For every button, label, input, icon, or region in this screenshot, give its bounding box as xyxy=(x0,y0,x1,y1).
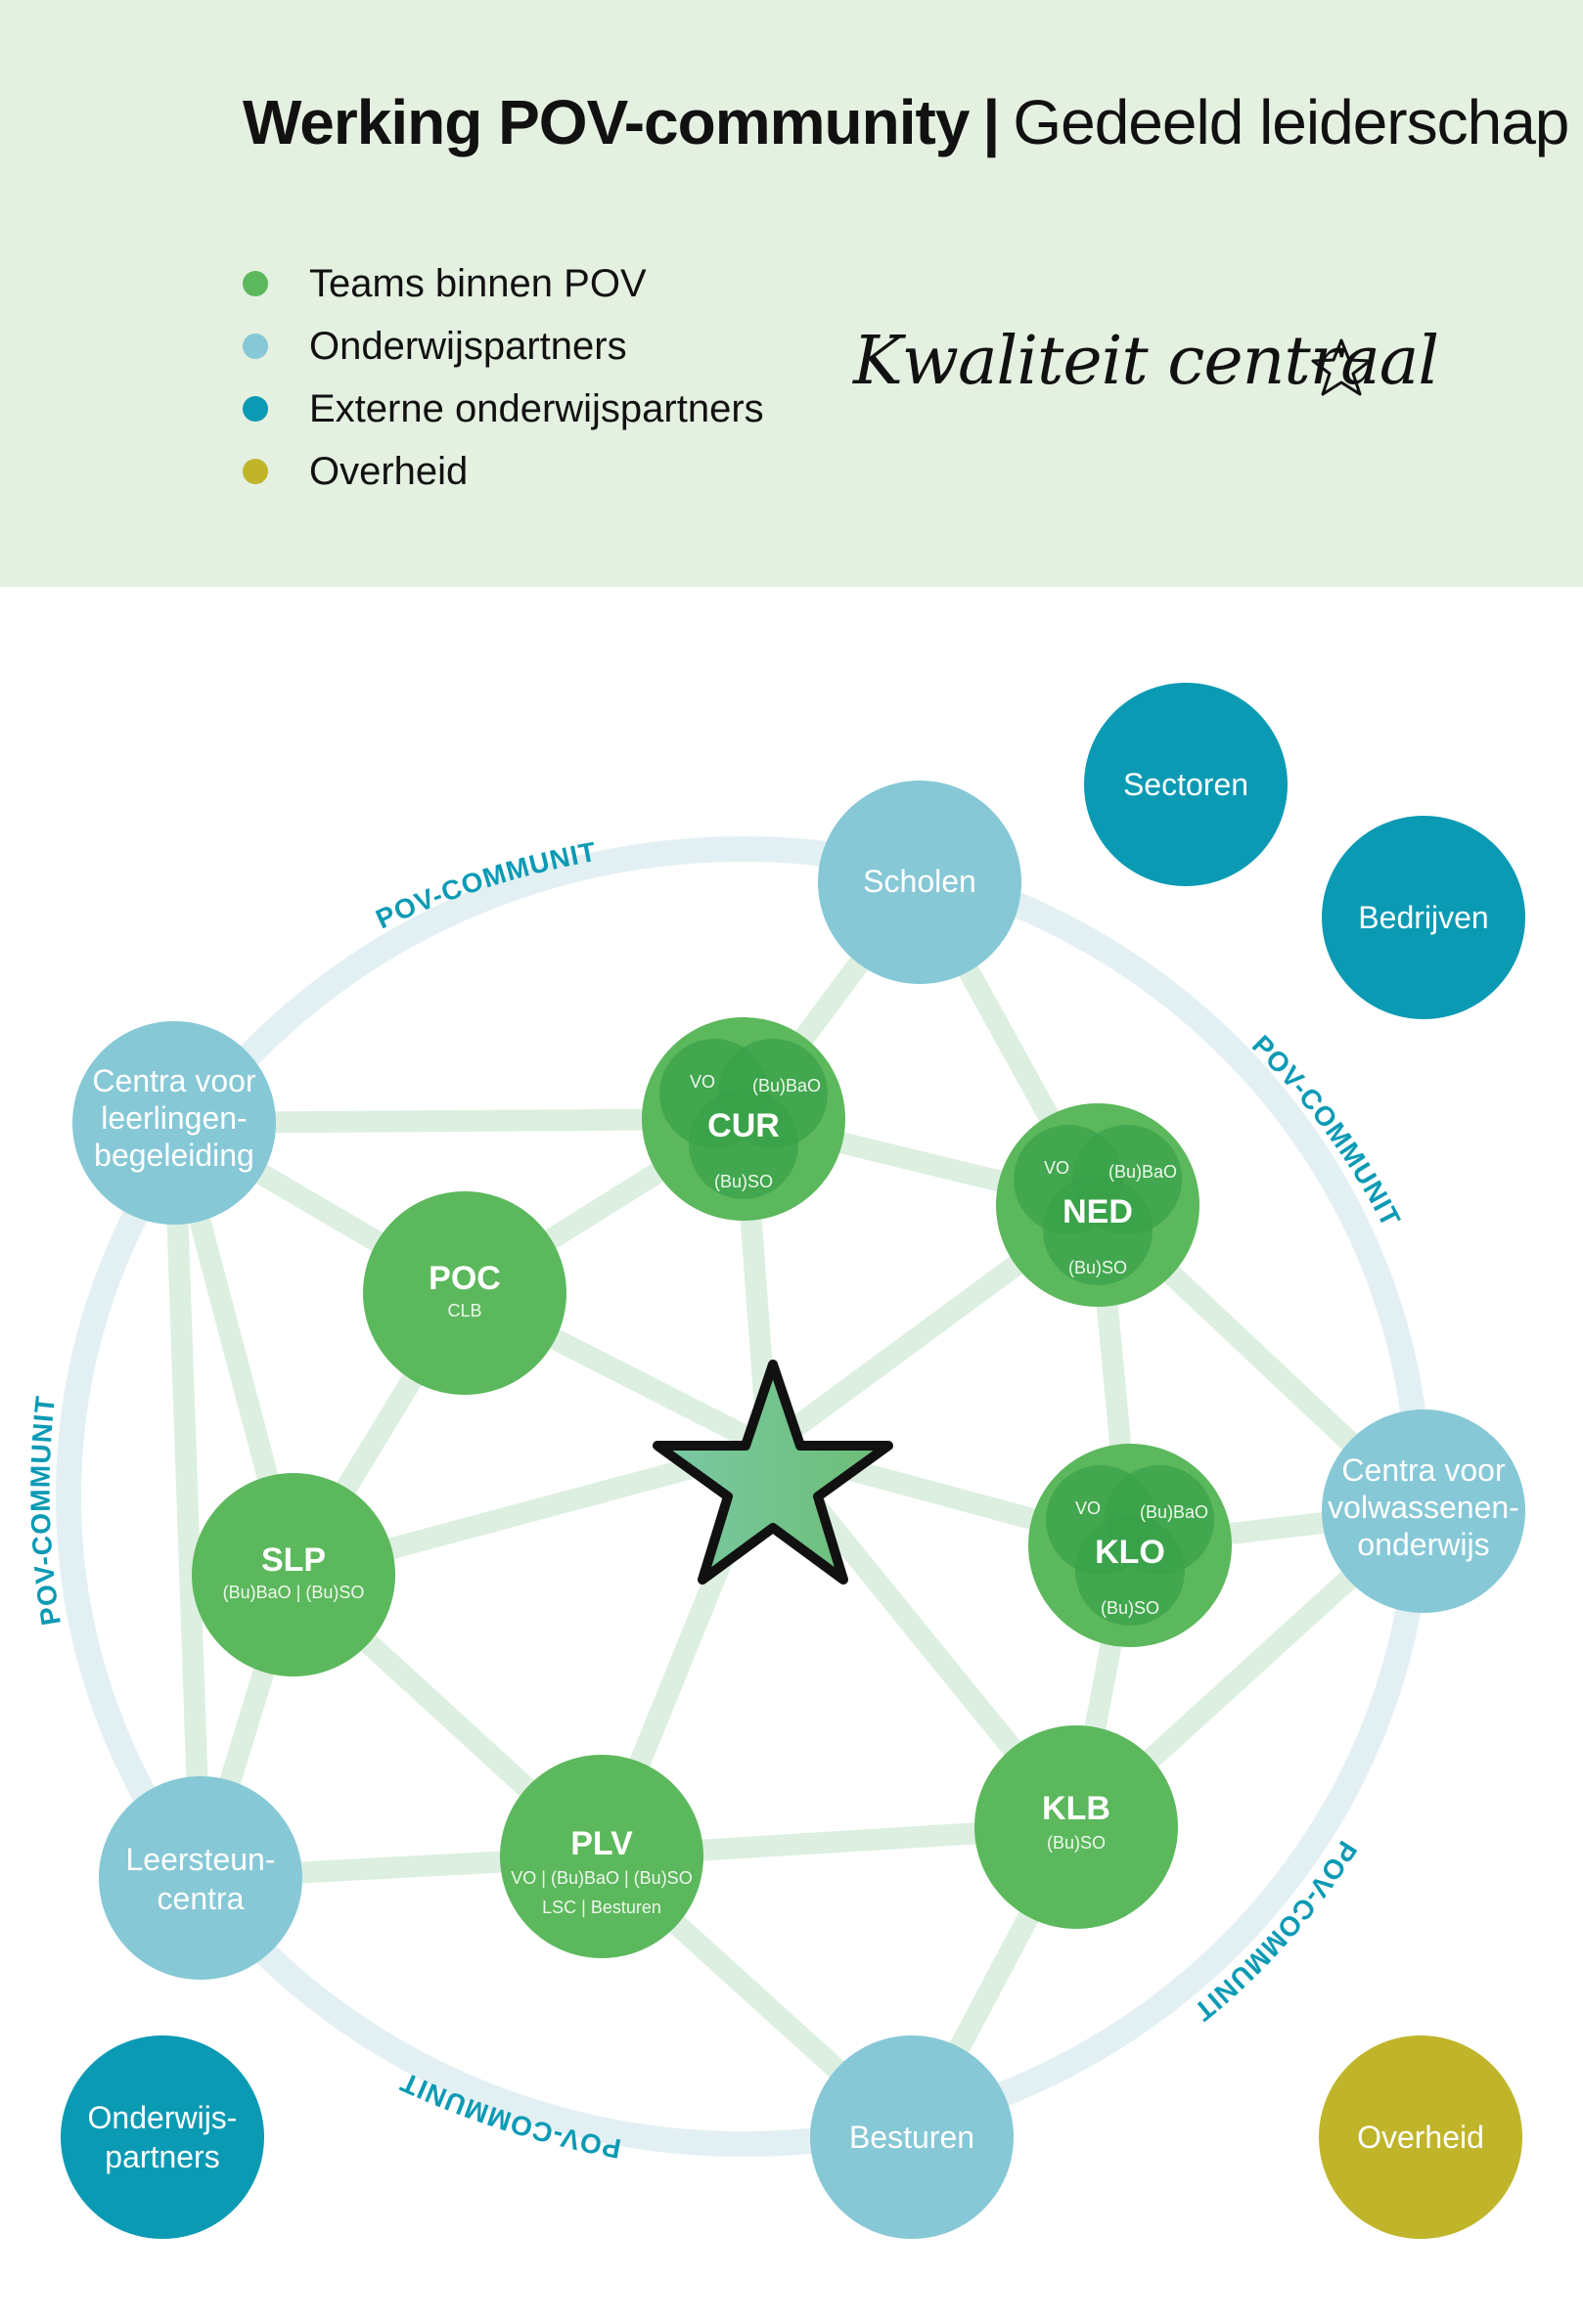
title-separator: | xyxy=(982,87,1000,157)
node-overheid: Overheid xyxy=(1319,2035,1522,2239)
legend-item-external: Externe onderwijspartners xyxy=(243,378,764,440)
svg-text:centra: centra xyxy=(158,1881,245,1916)
svg-text:KLB: KLB xyxy=(1042,1790,1110,1827)
node-sectoren: Sectoren xyxy=(1084,683,1288,886)
svg-text:(Bu)BaO: (Bu)BaO xyxy=(1108,1162,1177,1182)
svg-text:(Bu)SO: (Bu)SO xyxy=(1068,1258,1127,1277)
svg-text:VO | (Bu)BaO | (Bu)SO: VO | (Bu)BaO | (Bu)SO xyxy=(511,1868,692,1888)
svg-text:Sectoren: Sectoren xyxy=(1123,767,1248,802)
svg-text:leerlingen-: leerlingen- xyxy=(101,1100,247,1136)
node-bedrijven: Bedrijven xyxy=(1322,816,1525,1019)
svg-text:(Bu)BaO: (Bu)BaO xyxy=(1140,1502,1208,1522)
node-centra-leerlingenbegeleiding: Centra voor leerlingen- begeleiding xyxy=(72,1021,276,1225)
svg-text:begeleiding: begeleiding xyxy=(94,1138,254,1173)
svg-text:Onderwijs-: Onderwijs- xyxy=(88,2100,238,2135)
node-klo: VO (Bu)BaO KLO (Bu)SO xyxy=(1028,1444,1232,1647)
legend-label-government: Overheid xyxy=(309,449,469,493)
legend-label-external: Externe onderwijspartners xyxy=(309,386,764,430)
svg-text:onderwijs: onderwijs xyxy=(1357,1527,1489,1562)
legend-item-partners: Onderwijspartners xyxy=(243,315,764,378)
svg-text:CLB: CLB xyxy=(447,1301,481,1320)
node-scholen: Scholen xyxy=(818,781,1021,984)
node-scholen-label: Scholen xyxy=(863,864,976,899)
node-klb: KLB (Bu)SO xyxy=(974,1725,1178,1929)
svg-text:(Bu)SO: (Bu)SO xyxy=(714,1172,773,1191)
legend-item-government: Overheid xyxy=(243,440,764,503)
svg-text:(Bu)BaO: (Bu)BaO xyxy=(752,1076,821,1095)
legend: Teams binnen POV Onderwijspartners Exter… xyxy=(243,252,764,503)
svg-text:(Bu)SO: (Bu)SO xyxy=(1047,1833,1106,1853)
page-title: Werking POV-community|Gedeeld leiderscha… xyxy=(243,86,1569,158)
legend-dot-partners xyxy=(243,334,268,359)
node-slp: SLP (Bu)BaO | (Bu)SO xyxy=(192,1473,395,1676)
svg-text:volwassenen-: volwassenen- xyxy=(1328,1490,1519,1525)
svg-text:(Bu)BaO | (Bu)SO: (Bu)BaO | (Bu)SO xyxy=(223,1583,365,1602)
ring-label-top: POV-COMMUNITY xyxy=(0,587,599,934)
title-subtitle: Gedeeld leiderschap xyxy=(1013,87,1569,157)
svg-text:KLO: KLO xyxy=(1095,1534,1165,1571)
node-poc: POC CLB xyxy=(363,1191,566,1395)
motto-text: Kwaliteit centraal xyxy=(853,323,1439,400)
node-leersteuncentra: Leersteun- centra xyxy=(99,1776,302,1980)
title-bold: Werking POV-community xyxy=(243,87,970,157)
svg-text:partners: partners xyxy=(105,2139,219,2174)
svg-text:Leersteun-: Leersteun- xyxy=(126,1842,276,1877)
legend-dot-government xyxy=(243,459,268,484)
community-diagram: POV-COMMUNITY POV-COMMUNITY POV-COMMUNIT… xyxy=(0,587,1525,2239)
svg-text:Centra voor: Centra voor xyxy=(92,1063,256,1098)
svg-text:LSC | Besturen: LSC | Besturen xyxy=(542,1898,661,1917)
svg-text:PLV: PLV xyxy=(570,1825,633,1862)
svg-text:VO: VO xyxy=(1075,1498,1101,1518)
legend-label-teams: Teams binnen POV xyxy=(309,261,647,305)
svg-text:(Bu)SO: (Bu)SO xyxy=(1101,1598,1159,1618)
center-star-icon xyxy=(653,1360,893,1585)
svg-text:SLP: SLP xyxy=(261,1542,326,1579)
node-besturen: Besturen xyxy=(810,2035,1014,2239)
legend-item-teams: Teams binnen POV xyxy=(243,252,764,315)
svg-text:VO: VO xyxy=(690,1072,715,1092)
legend-dot-teams xyxy=(243,271,268,296)
header-band: Werking POV-community|Gedeeld leiderscha… xyxy=(0,0,1583,587)
svg-text:Besturen: Besturen xyxy=(849,2120,974,2155)
node-onderwijspartners: Onderwijs- partners xyxy=(61,2035,264,2239)
node-plv: PLV VO | (Bu)BaO | (Bu)SO LSC | Besturen xyxy=(500,1755,703,1958)
svg-text:POC: POC xyxy=(429,1260,501,1297)
svg-text:Overheid: Overheid xyxy=(1357,2120,1484,2155)
svg-text:Bedrijven: Bedrijven xyxy=(1358,900,1488,935)
legend-label-partners: Onderwijspartners xyxy=(309,324,627,368)
star-outline-icon xyxy=(1311,338,1372,396)
svg-text:VO: VO xyxy=(1044,1158,1069,1178)
node-ned: VO (Bu)BaO NED (Bu)SO xyxy=(996,1103,1199,1307)
legend-dot-external xyxy=(243,396,268,422)
svg-text:NED: NED xyxy=(1063,1193,1133,1230)
svg-text:Centra voor: Centra voor xyxy=(1341,1452,1506,1488)
node-centra-volwassenenonderwijs: Centra voor volwassenen- onderwijs xyxy=(1322,1409,1525,1613)
svg-text:CUR: CUR xyxy=(707,1107,780,1144)
node-cur: VO (Bu)BaO CUR (Bu)SO xyxy=(642,1017,845,1221)
